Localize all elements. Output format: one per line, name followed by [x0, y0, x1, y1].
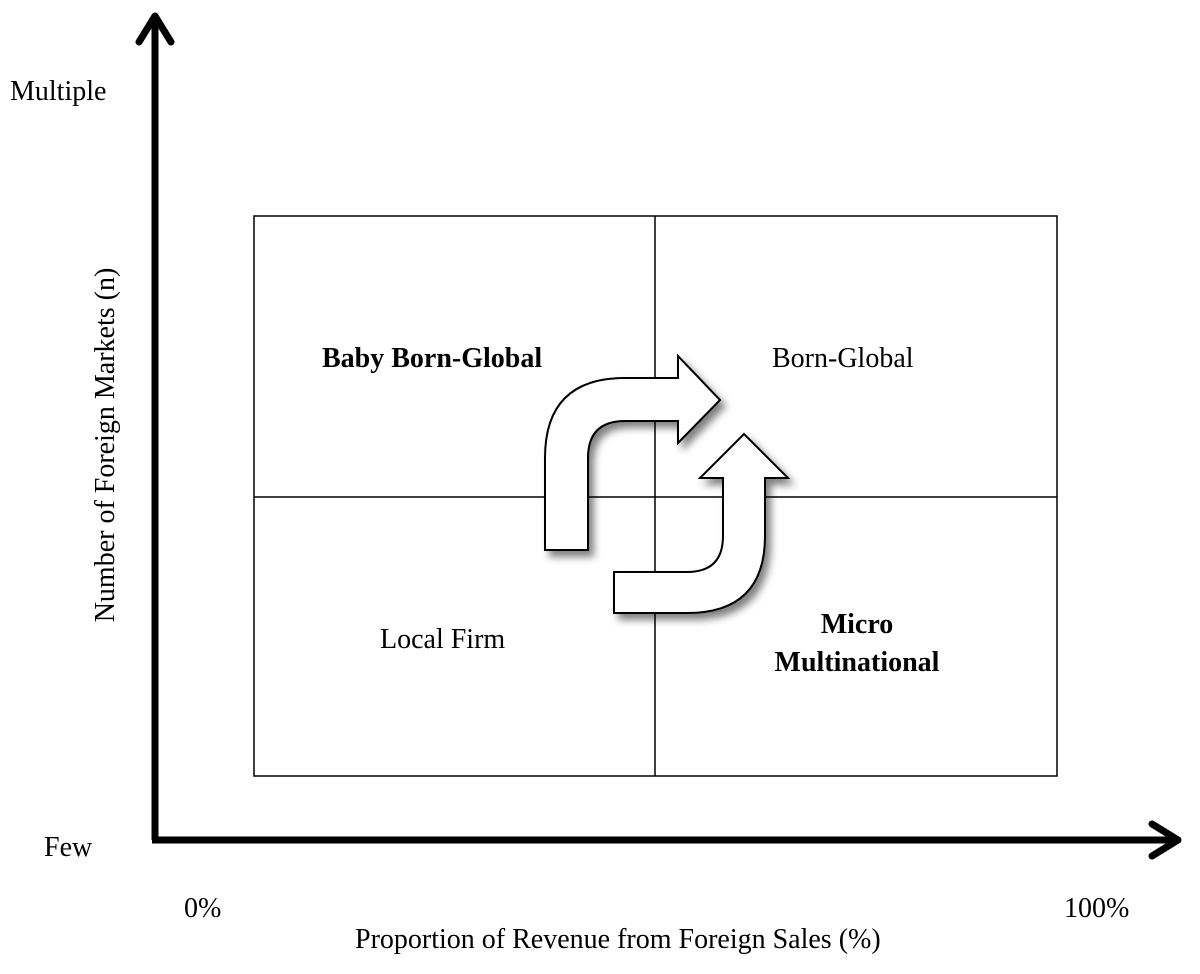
quadrant-label-born-global: Born-Global	[772, 343, 914, 374]
x-axis-right-label: 100%	[1064, 893, 1130, 924]
quadrant-label-micro-multinational: Micro Multinational	[775, 606, 940, 682]
y-axis-title: Number of Foreign Markets (n)	[90, 267, 121, 623]
micro-multinational-line1: Micro	[820, 609, 894, 640]
y-axis-arrowhead	[135, 12, 175, 46]
x-axis-arrowhead	[1148, 820, 1182, 860]
quadrant-label-local-firm: Local Firm	[380, 624, 506, 655]
quadrant-label-baby-born-global: Baby Born-Global	[322, 343, 543, 374]
micro-multinational-line2: Multinational	[774, 647, 940, 678]
y-axis-bottom-label: Few	[44, 832, 93, 863]
transition-arrow-up-right	[544, 353, 722, 551]
x-axis-title: Proportion of Revenue from Foreign Sales…	[355, 924, 881, 955]
transition-arrow-right-up	[613, 432, 791, 614]
y-axis-top-label: Multiple	[10, 76, 107, 107]
x-axis-left-label: 0%	[184, 893, 222, 924]
